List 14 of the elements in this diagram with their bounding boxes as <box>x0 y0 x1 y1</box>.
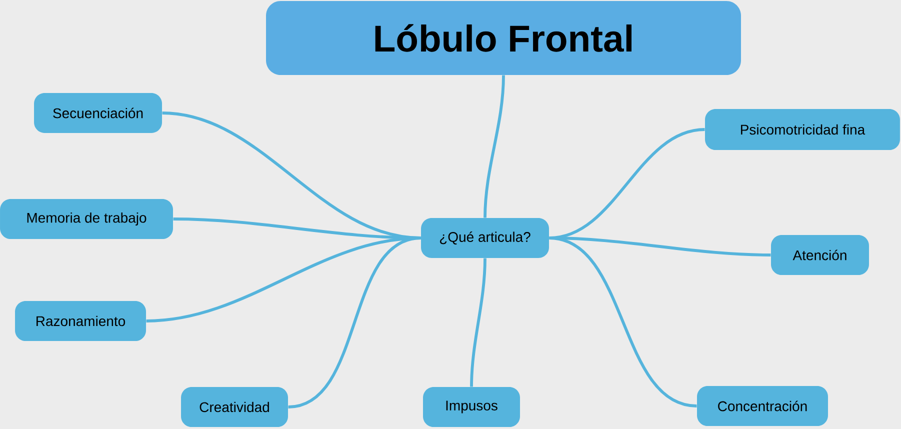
topic-box: Memoria de trabajo <box>0 199 173 239</box>
topic-box: Atención <box>771 235 869 275</box>
topic-box: Secuenciación <box>34 93 162 133</box>
topic-box: Concentración <box>697 386 828 426</box>
topic-box: Creatividad <box>181 387 288 427</box>
connector-curve <box>470 258 486 387</box>
topic-box: Razonamiento <box>15 301 146 341</box>
connector-curve <box>549 236 697 408</box>
connector-curve <box>288 236 422 408</box>
topic-box: ¿Qué articula? <box>421 218 549 258</box>
title-box: Lóbulo Frontal <box>266 1 741 75</box>
topic-box: Impusos <box>423 387 520 427</box>
connector-curve <box>484 75 505 218</box>
topic-box: Psicomotricidad fina <box>705 109 900 150</box>
